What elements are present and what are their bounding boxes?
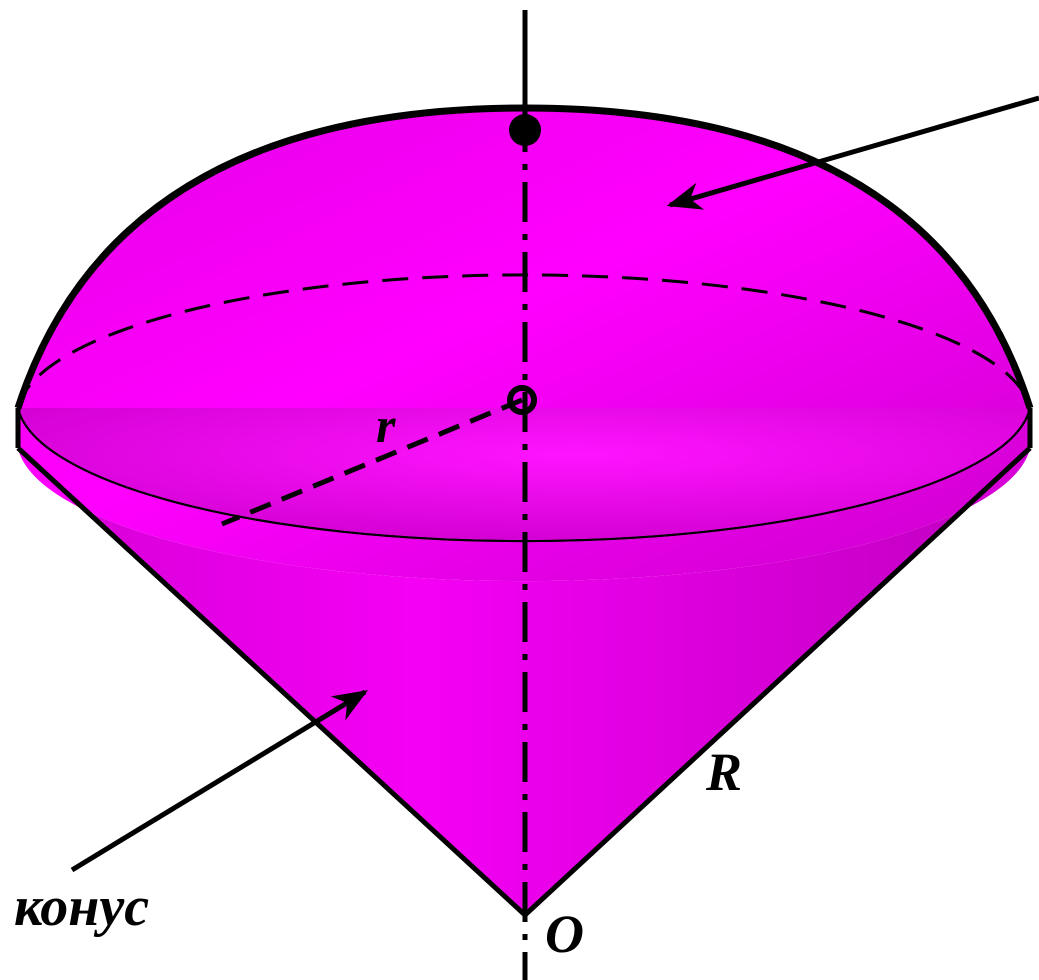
radius-r-line [221,397,523,527]
center-point [507,385,537,415]
label-O: O [545,904,584,964]
label-R: R [705,742,742,802]
cone-generator-left [16,446,527,917]
cone-generator-right [523,446,1032,917]
cap-pointer-arrow [666,95,1039,210]
cap-top-point [509,114,541,146]
label-cone: конус [14,876,149,938]
label-r: r [376,397,396,453]
cone-pointer-arrow [70,689,368,873]
